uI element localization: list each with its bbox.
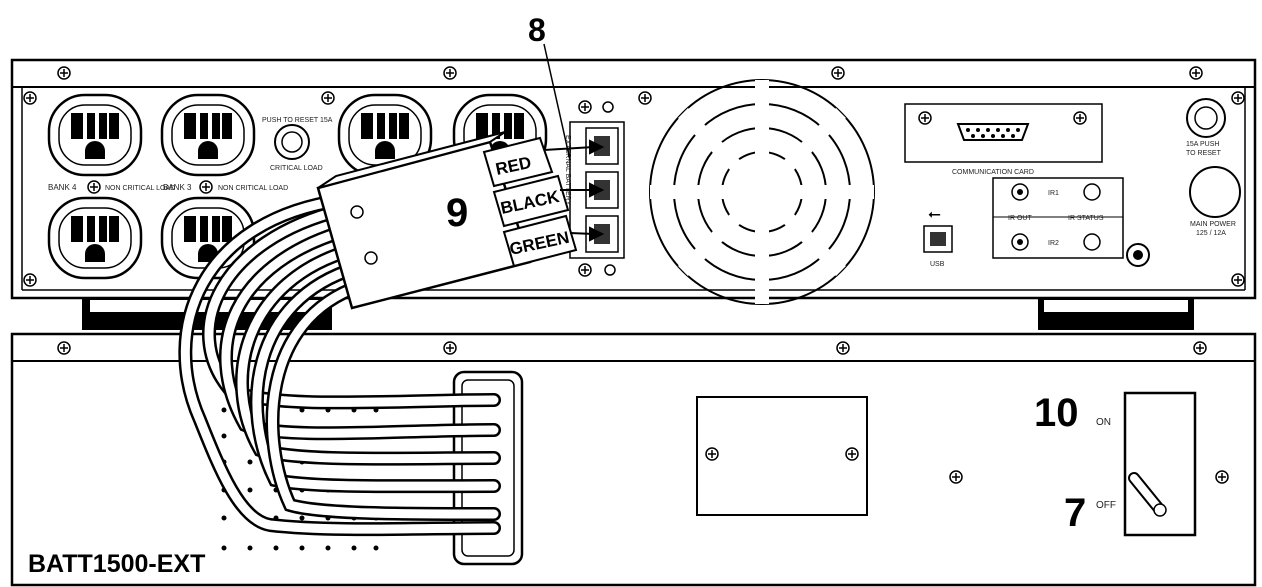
- usb-port[interactable]: [923, 225, 953, 253]
- on-label: ON: [1096, 417, 1111, 428]
- battery-breaker-switch[interactable]: [1123, 391, 1197, 537]
- callout-9: 9: [446, 191, 468, 235]
- outlet-icon: [47, 93, 143, 177]
- cable-tab-green: GREEN: [502, 214, 578, 268]
- callout-7: 7: [1064, 491, 1086, 535]
- external-battery-label: EXTERNAL BATTERY: [564, 135, 571, 206]
- non-critical-load-label: NON CRITICAL LOAD: [105, 185, 175, 192]
- bank3-label: BANK 3: [163, 183, 192, 192]
- non-critical-load-label: NON CRITICAL LOAD: [218, 185, 288, 192]
- connection-arrows: [543, 139, 605, 242]
- push-reset-label: TO RESET: [1186, 150, 1222, 157]
- ups-rear-panel: BANK 4 BANK 3 NON CRITICAL LOAD NON CRIT…: [10, 58, 1257, 305]
- ir-status-label: IR STATUS: [1068, 215, 1104, 222]
- outlet-icon: [47, 196, 143, 280]
- battery-cable-bundle: [178, 193, 501, 537]
- main-power-label: 125 / 12A: [1196, 230, 1226, 237]
- main-power-label: MAIN POWER: [1190, 221, 1236, 228]
- critical-load-label: CRITICAL LOAD: [270, 165, 323, 172]
- off-label: OFF: [1096, 500, 1116, 511]
- callout-10: 10: [1034, 391, 1079, 435]
- communication-card-label: COMMUNICATION CARD: [952, 169, 1034, 176]
- battery-pack-panel: OUTPUT ON OFF BATT1500-EXT: [10, 332, 1257, 587]
- callout-8: 8: [528, 12, 546, 48]
- bank4-label: BANK 4: [48, 183, 77, 192]
- push-reset-label: PUSH TO RESET 15A: [262, 117, 333, 124]
- cable-tab-red: RED: [482, 136, 554, 188]
- usb-label: USB: [930, 261, 945, 268]
- battery-cable-connector: [316, 131, 532, 310]
- usb-icon: ⭠: [928, 204, 941, 223]
- ir-out-label: IR OUT: [1008, 215, 1032, 222]
- fan-grille-icon: [649, 79, 875, 305]
- cable-tab-black: BLACK: [492, 174, 570, 228]
- ir1-label: IR1: [1048, 190, 1059, 197]
- ir2-label: IR2: [1048, 240, 1059, 247]
- outlet-icon: [160, 93, 256, 177]
- model-name: BATT1500-EXT: [28, 550, 205, 578]
- push-reset-label: 15A PUSH: [1186, 141, 1219, 148]
